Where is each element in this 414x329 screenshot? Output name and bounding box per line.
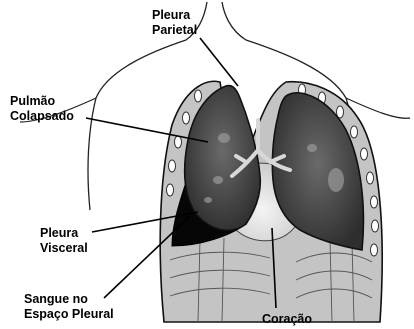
label-coracao: Coração [262,312,312,327]
label-sangue-line1: Sangue no [24,292,114,307]
label-pleura-parietal-line1: Pleura [152,8,197,23]
label-pleura-visceral-line1: Pleura [40,226,88,241]
label-pleura-visceral: Pleura Visceral [40,226,88,256]
leader-pleura-parietal [200,38,238,86]
label-pulmao-colapsado: Pulmão Colapsado [10,94,74,124]
label-pleura-parietal: Pleura Parietal [152,8,197,38]
label-coracao-text: Coração [262,312,312,327]
label-pulmao-colapsado-line2: Colapsado [10,109,74,124]
label-pleura-parietal-line2: Parietal [152,23,197,38]
label-pulmao-colapsado-line1: Pulmão [10,94,74,109]
label-pleura-visceral-line2: Visceral [40,241,88,256]
label-sangue-espaco-pleural: Sangue no Espaço Pleural [24,292,114,322]
label-sangue-line2: Espaço Pleural [24,307,114,322]
